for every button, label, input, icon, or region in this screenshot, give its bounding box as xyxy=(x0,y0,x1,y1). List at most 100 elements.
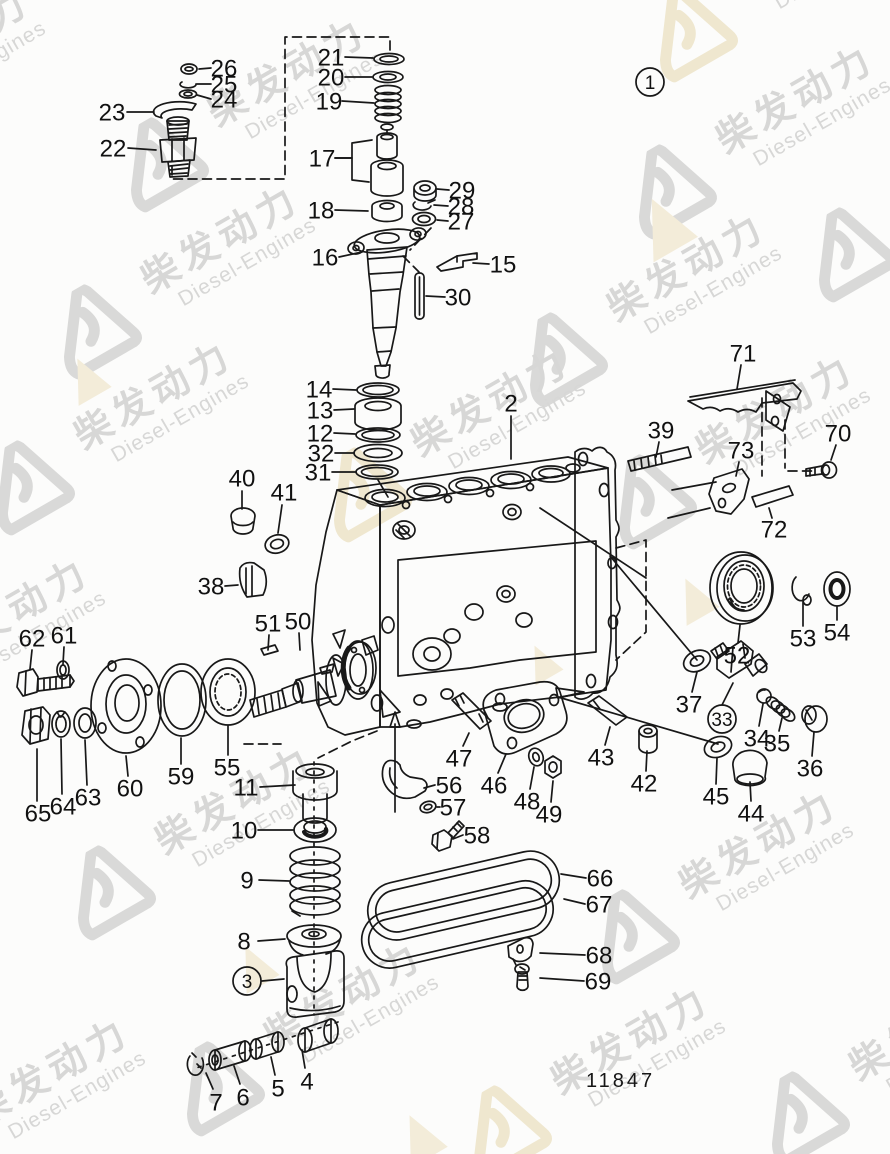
callout-leader-41 xyxy=(277,504,283,534)
callout-leader-29 xyxy=(436,188,450,191)
callout-7: 7 xyxy=(209,1090,222,1117)
part-group-injector xyxy=(334,52,478,379)
callout-leader-61 xyxy=(62,646,65,665)
part-group-plugs xyxy=(230,507,290,598)
callout-leader-43 xyxy=(604,726,611,746)
callout-6: 6 xyxy=(236,1085,249,1112)
callout-46: 46 xyxy=(481,773,508,800)
callout-leader-33 xyxy=(721,682,734,706)
callout-12: 12 xyxy=(307,421,334,448)
watermark-triangle-icon xyxy=(614,178,712,278)
callout-23: 23 xyxy=(99,100,126,127)
callout-leader-24 xyxy=(196,94,212,100)
callout-leader-39 xyxy=(655,441,660,458)
callout-leader-16 xyxy=(338,251,363,258)
callout-leader-34 xyxy=(758,703,764,727)
callout-leader-19 xyxy=(341,100,375,104)
callout-20: 20 xyxy=(318,65,345,92)
watermark-triangle-icon xyxy=(49,343,123,418)
watermark-logo-icon xyxy=(186,1040,265,1137)
callout-14: 14 xyxy=(306,377,333,404)
callout-24: 24 xyxy=(211,87,238,114)
part-group-flange-gasket xyxy=(381,680,568,852)
callout-leader-48 xyxy=(529,766,535,790)
callout-50: 50 xyxy=(285,609,312,636)
callout-leader-51 xyxy=(267,634,270,651)
callout-39: 39 xyxy=(648,418,675,445)
callout-4: 4 xyxy=(300,1069,313,1096)
watermark-logo-icon xyxy=(130,116,209,213)
callout-leader-37 xyxy=(691,671,698,693)
part-group-nozzle-seals xyxy=(353,382,403,498)
callout-leader-15 xyxy=(472,262,490,265)
callout-leader-27 xyxy=(436,219,449,222)
callout-59: 59 xyxy=(168,764,195,791)
watermark-logo-icon xyxy=(473,1084,552,1154)
part-group-cover-gasket xyxy=(360,850,561,992)
callout-36: 36 xyxy=(797,756,824,783)
callout-27: 27 xyxy=(448,209,475,236)
callout-bubble-3 xyxy=(232,966,262,996)
drawing-number: 11847 xyxy=(586,1070,656,1092)
callout-15: 15 xyxy=(490,252,517,279)
callout-leader-11 xyxy=(259,784,296,788)
watermark-logo-icon xyxy=(638,143,717,240)
callout-leader-45 xyxy=(715,757,718,785)
callout-leader-64 xyxy=(60,738,63,795)
callout-9: 9 xyxy=(240,868,253,895)
callout-48: 48 xyxy=(514,789,541,816)
callout-26: 26 xyxy=(211,56,238,83)
callout-leader-50 xyxy=(298,632,301,651)
callout-13: 13 xyxy=(307,398,334,425)
callout-61: 61 xyxy=(51,623,78,650)
callout-leader-63 xyxy=(84,739,88,786)
callout-31: 31 xyxy=(305,460,332,487)
callout-73: 73 xyxy=(728,438,755,465)
watermark-logo-icon xyxy=(77,844,156,941)
callout-18: 18 xyxy=(308,198,335,225)
callout-25: 25 xyxy=(211,72,238,99)
callout-51: 51 xyxy=(255,611,282,638)
callout-52: 52 xyxy=(724,643,751,670)
callout-63: 63 xyxy=(75,785,102,812)
callout-leader-52 xyxy=(737,624,741,644)
callout-leader-9 xyxy=(258,879,290,882)
callout-54: 54 xyxy=(824,620,851,647)
watermark-triangle-icon xyxy=(217,931,291,1006)
callout-37: 37 xyxy=(676,692,703,719)
callout-30: 30 xyxy=(445,285,472,312)
callout-57: 57 xyxy=(440,795,467,822)
callout-53: 53 xyxy=(790,626,817,653)
callout-leader-13 xyxy=(333,408,355,411)
callout-45: 45 xyxy=(703,784,730,811)
callout-leader-42 xyxy=(645,750,648,772)
callout-leader-36 xyxy=(811,731,815,757)
callout-1: 1 xyxy=(645,73,656,94)
callout-40: 40 xyxy=(229,466,256,493)
callout-56: 56 xyxy=(436,773,463,800)
callout-68: 68 xyxy=(586,943,613,970)
callout-leader-62 xyxy=(29,649,33,670)
callout-49: 49 xyxy=(536,802,563,829)
callout-leader-69 xyxy=(539,977,585,982)
callout-71: 71 xyxy=(730,341,757,368)
callout-leader-18 xyxy=(334,209,369,212)
callout-leader-8 xyxy=(257,938,286,942)
part-group-camshaft xyxy=(16,635,379,754)
callout-11: 11 xyxy=(234,775,259,802)
watermark-logo-icon xyxy=(659,0,738,83)
callout-leader-4 xyxy=(301,1049,306,1069)
callout-leader-21 xyxy=(344,56,374,59)
callout-leader-22 xyxy=(127,147,157,151)
callout-72: 72 xyxy=(761,517,788,544)
callout-28: 28 xyxy=(448,194,475,221)
callout-leader-46 xyxy=(497,753,507,774)
